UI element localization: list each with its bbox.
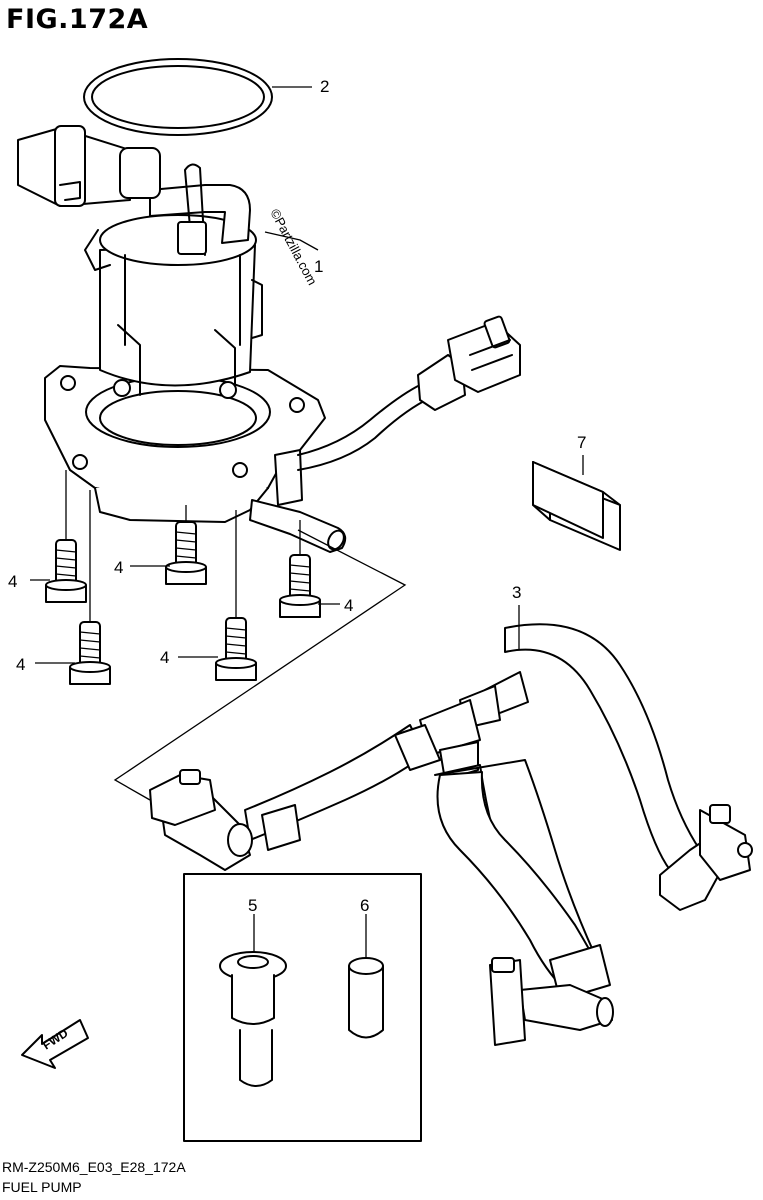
part-7-pad[interactable] [532,461,621,551]
figure-title: FIG.172A [6,4,149,35]
parts-5-6-box [183,873,422,1142]
callout-1: 1 [314,257,323,276]
bolt-reference-lines [65,470,407,801]
callout-4-e: 4 [160,648,169,667]
callout-6: 6 [360,896,369,915]
part-6-cap[interactable] [348,957,384,1039]
figure-name: FUEL PUMP [2,1179,82,1195]
pump-wire-harness[interactable] [297,315,521,471]
fwd-direction-arrow: FWD [21,1019,89,1069]
callout-4-d: 4 [16,655,25,674]
callout-4-b: 4 [114,558,123,577]
part-4-bolt-c[interactable] [279,554,321,618]
figure-code: RM-Z250M6_E03_E28_172A [2,1159,186,1175]
part-4-bolt-d[interactable] [69,621,111,685]
callout-4-a: 4 [8,572,17,591]
part-3-fuel-hose-assembly[interactable] [149,623,753,1046]
callout-7: 7 [577,433,586,452]
part-4-bolt-e[interactable] [215,617,257,681]
part-1-fuel-pump-assembly[interactable] [17,125,347,553]
part-5-fitting[interactable] [219,951,287,1087]
part-4-bolt-b[interactable] [165,521,207,585]
callout-5: 5 [248,896,257,915]
callout-leaders [30,86,584,958]
callout-2: 2 [320,77,329,96]
part-4-bolt-a[interactable] [45,539,87,603]
callout-3: 3 [512,583,521,602]
callout-4-c: 4 [344,596,353,615]
part-2-o-ring[interactable] [83,58,273,136]
